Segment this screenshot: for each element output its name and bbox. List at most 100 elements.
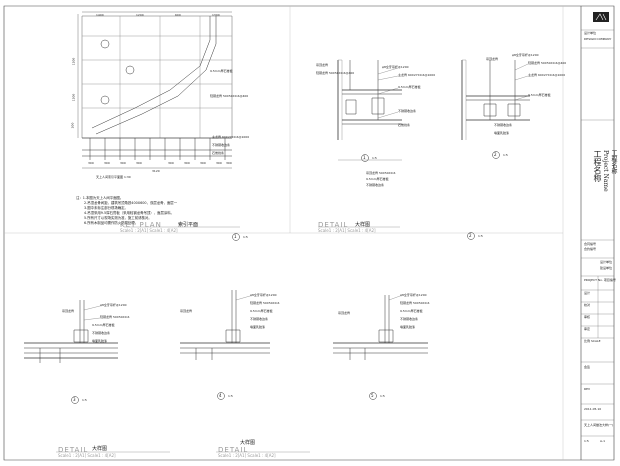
key-plan-drawing: [78, 12, 232, 168]
d1-label-4: 主龙骨 60X27X0.6@1000: [398, 73, 436, 77]
company-logo: [593, 12, 609, 22]
detail-4-drawing: [180, 290, 270, 360]
plan-label-3: 主龙骨 60X27X0.6@1000: [212, 135, 250, 139]
d1-label-5: 9.5mm厚石膏板: [398, 85, 421, 89]
key-plan-cn-label: 索引平面: [178, 222, 199, 228]
dim-bottom-6: 300: [184, 161, 190, 165]
d1-label-6: 不锈钢收边条: [398, 109, 417, 113]
logo-mark: [596, 14, 606, 20]
d5-label-2: 吊顶龙骨: [338, 311, 351, 315]
tb-project-sub: 工程名称: [610, 150, 617, 174]
note-5: 5.所有尺寸以现场实测为准，施工前请核对。: [84, 216, 152, 220]
d4-label-5: 不锈钢收边条: [250, 317, 269, 321]
legend-item-3: 不锈钢收边条: [366, 183, 385, 187]
tb-revision: REV: [584, 387, 591, 391]
dim-bottom-9: 300: [226, 161, 232, 165]
dim-bottom-8: 300: [216, 161, 222, 165]
tb-scale: 1:5: [584, 439, 589, 443]
tb-sign-4: 审定: [584, 327, 591, 331]
note-6: 6.所有木制品均需作防火防腐处理。: [84, 221, 139, 225]
bottom-detail-cn-label: 大样图: [92, 446, 108, 452]
legend-item-1: 吊顶龙骨 50X50X0.6: [366, 171, 396, 175]
note-2: 2.吊顶龙骨间距，建筑吊顶角铁400X600，双层龙骨，面层一: [84, 201, 178, 205]
dim-left-2: 1200: [71, 93, 76, 102]
tb-field-5: PROJECT No. 项目编号: [584, 278, 616, 282]
callout-1-num: 1: [363, 155, 366, 160]
bottom-detail2-scale: Scale1 : 2[A1] Scale1 : 4[A2]: [218, 453, 276, 458]
key-plan-caption: 天上人间索引平面图 1:30: [96, 175, 131, 179]
d2-label-6: 不锈钢收边条: [494, 123, 513, 127]
plan-label-5: 石膏线条: [212, 151, 225, 155]
note-1: 注：1.本图为天上人间平面图。: [76, 196, 124, 200]
tb-sign-1: 设计: [584, 291, 591, 295]
d3-label-5: 不锈钢收边条: [92, 331, 111, 335]
d5-label-6: 墙面乳胶漆: [400, 325, 416, 329]
d3-label-6: 墙面乳胶漆: [92, 339, 108, 343]
tb-field-3: 设计单位: [600, 260, 613, 264]
bottom-detail2-cn-label: 大样图: [240, 440, 256, 446]
detail-1-drawing: [338, 60, 402, 160]
d2-label-3: 轻钢龙骨 50X50X0.6@400: [528, 61, 567, 65]
detail-panel-scale: Scale1 : 2[A1] Scale1 : 4[A2]: [318, 228, 376, 233]
tb-field-1: 合同编号: [584, 242, 597, 246]
d5-label-4: 9.5mm厚石膏板: [400, 309, 423, 313]
dim-bottom-5: 300: [168, 161, 174, 165]
callout-3-num: 3: [73, 397, 76, 402]
callout-7-num: 1: [234, 234, 237, 239]
tb-sign-3: 审核: [584, 315, 591, 319]
dim-left-3: 200: [70, 122, 75, 129]
detail-panel-en-label: DETAIL: [318, 221, 349, 229]
detail-2-drawing: [462, 60, 530, 140]
d2-label-1: φ8全牙吊杆@1200: [512, 53, 539, 57]
callout-2-num: 2: [494, 152, 497, 157]
callout-circles: [72, 152, 500, 404]
tb-field-2: 合约编号: [584, 247, 597, 251]
dim-top-2: 1200: [136, 13, 144, 17]
tb-date: 2011.05.10: [584, 407, 602, 411]
plan-label-2: 轻钢龙骨 50X50X0.6@400: [210, 94, 249, 98]
dim-bottom-3: 300: [120, 161, 126, 165]
dim-left-1: 1200: [71, 57, 76, 66]
key-plan-scale: Scale1 : 2[A1] Scale1 : 4[A2]: [120, 228, 178, 233]
callout-2-scale: 1:5: [503, 153, 508, 157]
d1-label-3: 轻钢龙骨 50X50X0.6@400: [316, 71, 355, 75]
dim-top-4: 1300: [212, 13, 220, 17]
tb-project-cn: 工程名称: [593, 150, 602, 182]
callout-1-scale: 1:5: [372, 156, 377, 160]
bottom-detail-scale: Scale1 : 2[A1] Scale1 : 4[A2]: [58, 453, 116, 458]
d2-label-7: 墙面乳胶漆: [494, 131, 510, 135]
d2-label-5: 9.5mm厚石膏板: [528, 93, 551, 97]
d5-label-1: φ8全牙吊杆@1200: [400, 293, 427, 297]
callout-4-scale: 1:5: [228, 394, 233, 398]
callout-5-scale: 1:5: [380, 394, 385, 398]
note-4: 4.吊顶采用9.5厚石膏板（采用轻钢龙骨吊顶），面层涂料。: [84, 211, 175, 215]
bottom-detail-en-label: DETAIL: [58, 446, 89, 454]
d5-label-5: 不锈钢收边条: [400, 317, 419, 321]
tb-company-2: DESIGN COMPANY: [584, 37, 612, 41]
callout-4-num: 4: [219, 393, 222, 398]
tb-sheet-no: A-1: [600, 439, 605, 443]
bottom-detail2-en-label: DETAIL: [218, 446, 249, 454]
d2-label-4: 主龙骨 60X27X0.6@1000: [528, 73, 566, 77]
detail-5-drawing: [333, 295, 428, 360]
dim-bottom-4: 300: [136, 161, 142, 165]
dim-top-1: 1400: [96, 13, 104, 17]
d4-label-4: 9.5mm厚石膏板: [250, 309, 273, 313]
d3-label-2: 吊顶龙骨: [62, 309, 75, 313]
dim-total: 3120: [152, 169, 160, 173]
tb-field-4: 建设单位: [600, 266, 613, 270]
d3-label-1: φ8全牙吊杆@1200: [100, 303, 127, 307]
d1-label-1: φ8全牙吊杆@1200: [382, 65, 409, 69]
dim-top-3: 600: [175, 13, 181, 17]
dim-bottom-7: 300: [200, 161, 206, 165]
d1-label-2: 吊顶龙骨: [316, 63, 329, 67]
callout-5-num: 5: [371, 393, 374, 398]
key-plan-en-label: KEY PLAN: [120, 221, 162, 229]
d2-label-2: 吊顶龙骨: [486, 57, 499, 61]
detail-panel-cn-label: 大样图: [355, 222, 371, 228]
detail-3-drawing: [24, 300, 118, 363]
d4-label-3: 轻钢龙骨 50X50X0.6: [250, 301, 280, 305]
tb-sign-2: 校对: [584, 303, 591, 307]
